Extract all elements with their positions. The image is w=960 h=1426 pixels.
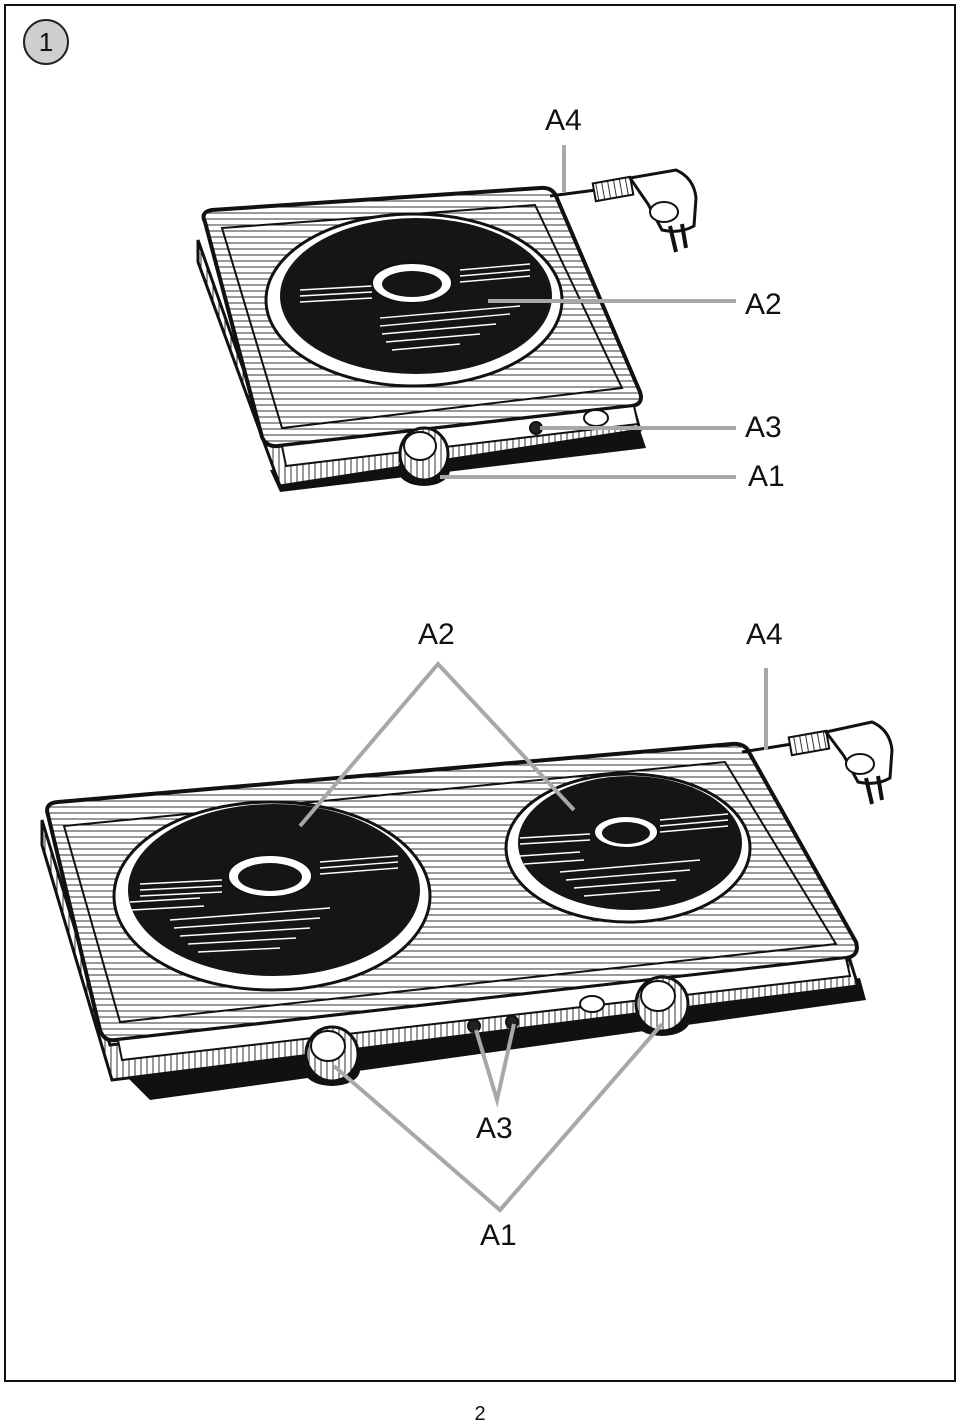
single-plate-grooves [299,263,531,351]
figure-number-badge: 1 [23,19,69,65]
single-hotplate [196,168,698,492]
double-hotplate [40,720,894,1100]
double-label-a4: A4 [746,618,783,651]
single-button [583,409,609,427]
single-label-a2: A2 [745,288,782,321]
double-right-plate [504,772,752,924]
single-top-rim [220,203,624,430]
double-power-cord [741,720,894,805]
double-leader-a2 [298,660,576,828]
double-control-knob-left [304,1025,360,1086]
double-control-knob-right [634,975,690,1036]
double-left-plate [112,800,432,992]
double-leader-a1 [332,1022,664,1213]
double-label-a1: A1 [480,1219,517,1252]
single-label-a3: A3 [745,411,782,444]
page-frame [4,4,956,1382]
double-label-a3: A3 [476,1112,513,1145]
figure-number: 1 [38,26,54,57]
single-label-a1: A1 [748,460,785,493]
single-power-cord [549,168,698,253]
double-button [579,995,605,1013]
single-base-shadow [270,430,646,492]
double-indicator-light-left [467,1019,481,1033]
single-plate-hub-center [382,271,442,297]
single-front-panel [280,404,640,468]
double-top-rim [62,760,838,1024]
page-number: 2 [474,1403,486,1425]
single-leader-lines [440,145,736,479]
single-label-a4: A4 [545,104,582,137]
double-label-a2: A2 [418,618,455,651]
single-control-knob [398,426,450,486]
double-leader-lines [298,660,768,1213]
double-leader-a3 [474,1023,516,1108]
